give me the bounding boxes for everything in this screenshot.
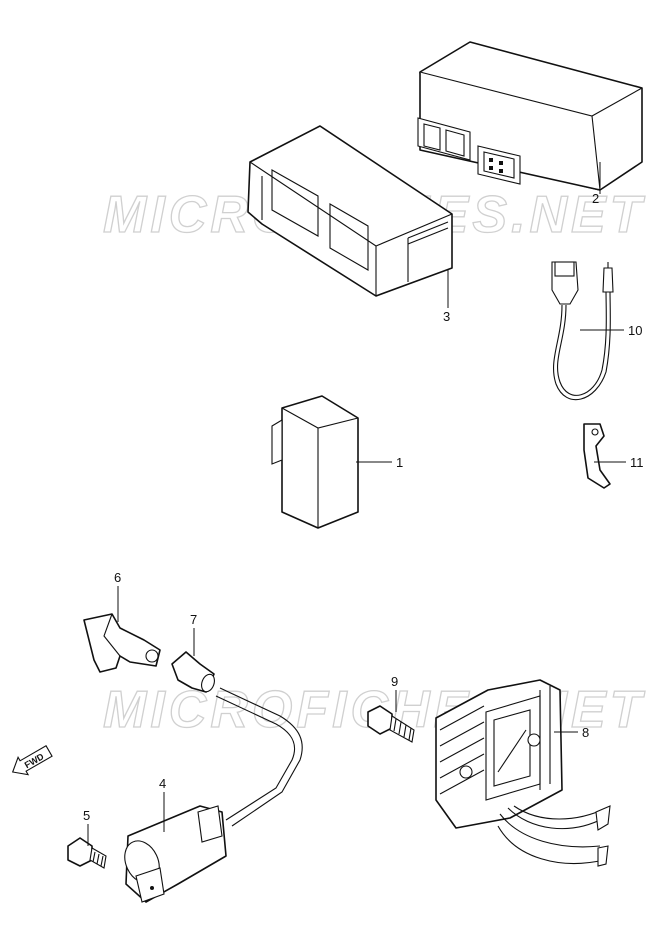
part-bolt-5 xyxy=(67,837,107,869)
fwd-direction-arrow: FWD xyxy=(11,745,53,776)
part-grommet xyxy=(171,651,215,693)
part-plug-cap xyxy=(83,613,161,673)
part-regulator xyxy=(435,679,611,867)
callout-1: 1 xyxy=(396,455,403,470)
callout-8: 8 xyxy=(582,725,589,740)
part-clamp xyxy=(583,423,611,489)
part-lead-wire xyxy=(551,261,614,401)
part-bolt-9 xyxy=(367,705,415,743)
callout-7: 7 xyxy=(190,612,197,627)
part-cdi-cover xyxy=(247,125,453,297)
callout-4: 4 xyxy=(159,776,166,791)
callout-6: 6 xyxy=(114,570,121,585)
part-cdi-unit xyxy=(417,41,643,191)
part-ignition-coil xyxy=(124,687,303,903)
callout-5: 5 xyxy=(83,808,90,823)
callout-10: 10 xyxy=(628,323,642,338)
callout-3: 3 xyxy=(443,309,450,324)
callout-2: 2 xyxy=(592,191,599,206)
callout-11: 11 xyxy=(630,455,644,470)
callout-9: 9 xyxy=(391,674,398,689)
part-relay xyxy=(271,395,359,529)
leader-lines xyxy=(87,162,626,846)
